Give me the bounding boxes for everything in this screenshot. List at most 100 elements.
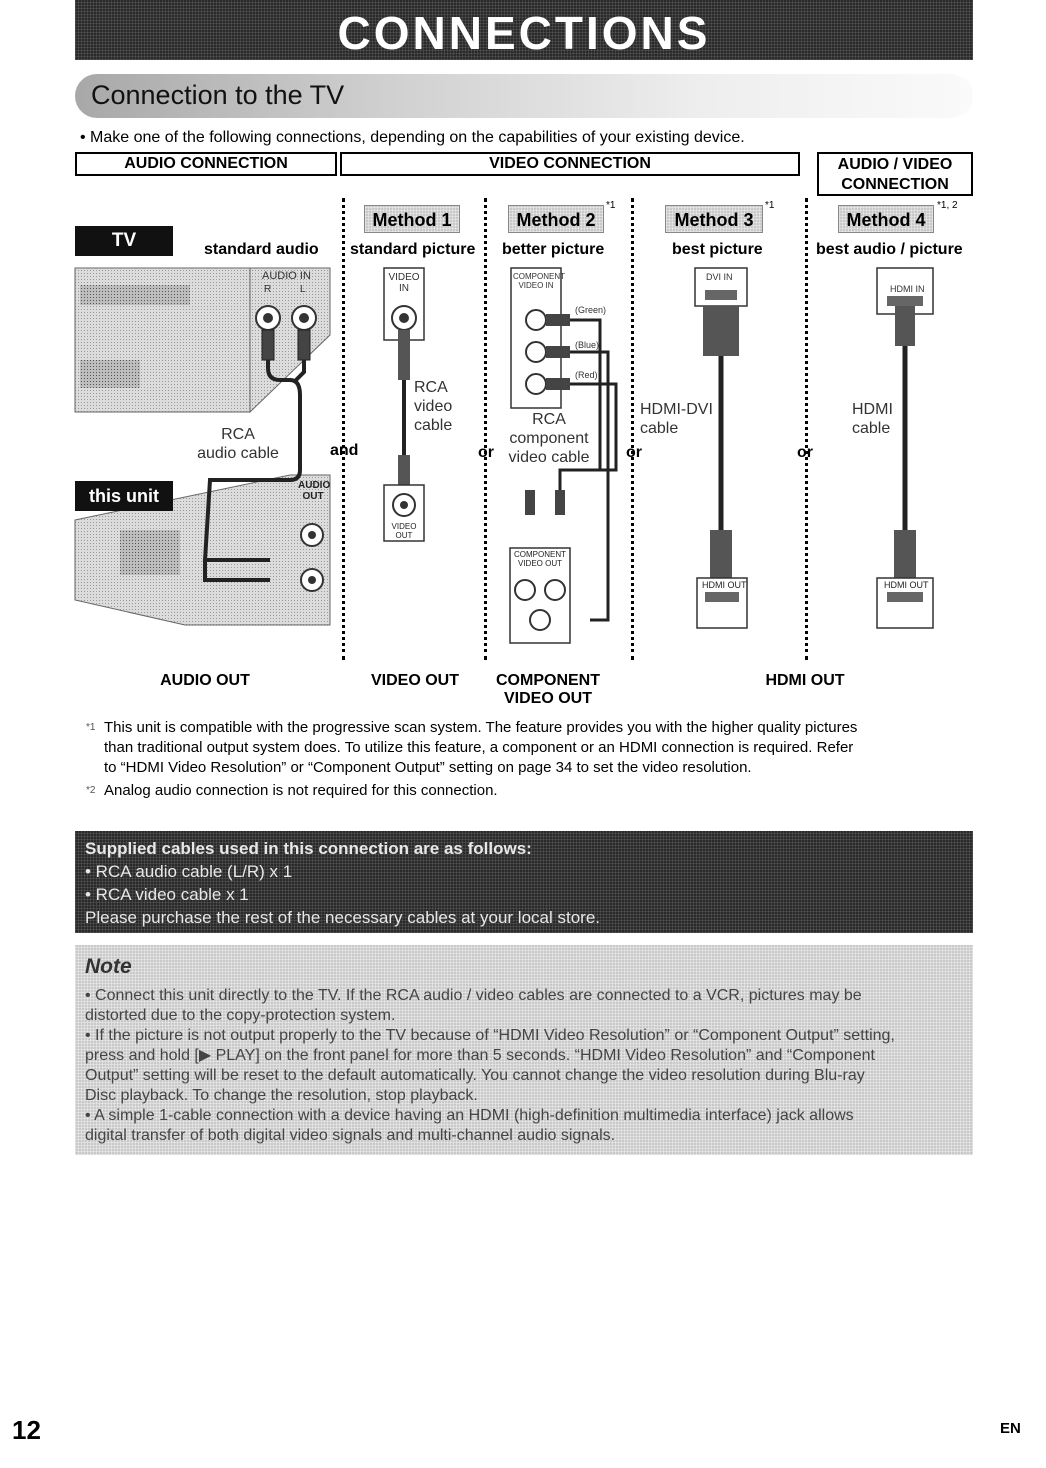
footnote-1-line3: to “HDMI Video Resolution” or “Component… bbox=[104, 759, 752, 776]
video-out-label: VIDEO OUT bbox=[370, 672, 459, 689]
quality-best-picture: best picture bbox=[672, 241, 763, 258]
page-title: CONNECTIONS bbox=[337, 7, 711, 59]
audio-in-r: R bbox=[264, 284, 272, 295]
audio-out-label: AUDIO OUT bbox=[160, 672, 250, 689]
and-word: and bbox=[330, 442, 359, 459]
audio-out-port-label: AUDIO OUT bbox=[298, 480, 331, 502]
rca-component-line1: RCA bbox=[532, 411, 566, 428]
supplied-item-2: • RCA video cable x 1 bbox=[85, 885, 249, 904]
component-cable-drawing bbox=[509, 267, 618, 644]
quality-better-picture: better picture bbox=[502, 241, 605, 258]
method-4-badge: Method 4 bbox=[838, 205, 934, 233]
hdmi-dvi-line2: cable bbox=[640, 420, 679, 437]
rca-video-line3: cable bbox=[414, 417, 453, 434]
rca-audio-cable-drawing bbox=[202, 329, 311, 582]
or-word-2: or bbox=[626, 444, 642, 461]
footnote-1-line1: This unit is compatible with the progres… bbox=[104, 719, 858, 736]
video-connection-header: VIDEO CONNECTION bbox=[340, 152, 800, 176]
section-title: Connection to the TV bbox=[91, 80, 345, 110]
note-line-3: • If the picture is not output properly … bbox=[85, 1027, 895, 1044]
note-line-1: • Connect this unit directly to the TV. … bbox=[85, 987, 862, 1004]
rca-video-line2: video bbox=[414, 398, 453, 415]
audio-in-label: AUDIO IN bbox=[262, 270, 311, 282]
or-word-3: or bbox=[797, 444, 813, 461]
rca-audio-cable-label: RCA audio cable bbox=[188, 425, 288, 463]
audio-in-l: L bbox=[300, 284, 306, 295]
rca-component-line3: video cable bbox=[508, 449, 590, 466]
rca-component-line2: component bbox=[509, 430, 589, 447]
unit-rear-panel bbox=[74, 474, 331, 626]
av-connection-header: AUDIO / VIDEO CONNECTION bbox=[817, 152, 973, 196]
component-out-line1: COMPONENT bbox=[496, 672, 600, 689]
connection-diagram bbox=[74, 267, 934, 644]
note-line-8: digital transfer of both digital video s… bbox=[85, 1127, 616, 1144]
av-header-line1: AUDIO / VIDEO bbox=[837, 156, 953, 173]
intro-text: • Make one of the following connections,… bbox=[80, 129, 745, 146]
rca-video-cable-drawing bbox=[383, 267, 425, 542]
method-1-badge: Method 1 bbox=[364, 205, 460, 233]
hdmi-dvi-cable-label: HDMI-DVI cable bbox=[640, 400, 713, 438]
dvi-in-label: DVI IN bbox=[706, 272, 733, 282]
rca-audio-line2: audio cable bbox=[197, 445, 279, 462]
this-unit-label: this unit bbox=[75, 481, 173, 511]
title-banner: CONNECTIONS bbox=[75, 0, 973, 60]
hdmi-cable-drawing bbox=[876, 267, 934, 629]
supplied-item-1: • RCA audio cable (L/R) x 1 bbox=[85, 862, 293, 881]
footnote-1: This unit is compatible with the progres… bbox=[104, 718, 984, 778]
footnote-1-line2: than traditional output system does. To … bbox=[104, 739, 854, 756]
green-label: (Green) bbox=[575, 305, 607, 315]
section-banner: Connection to the TV bbox=[75, 74, 973, 118]
footnote-2: Analog audio connection is not required … bbox=[104, 782, 498, 799]
separator-4 bbox=[805, 198, 808, 660]
method-2-footnote-mark: *1 bbox=[606, 200, 616, 211]
footnote-2-mark: *2 bbox=[86, 785, 96, 796]
supplied-heading: Supplied cables used in this connection … bbox=[85, 839, 532, 858]
component-in-label: COMPONENT VIDEO IN bbox=[513, 272, 565, 290]
method-2-badge: Method 2 bbox=[508, 205, 604, 233]
note-heading: Note bbox=[85, 955, 132, 978]
hdmi-in-label: HDMI IN bbox=[890, 284, 925, 294]
tv-label: TV bbox=[75, 226, 173, 256]
quality-best-audio-picture: best audio / picture bbox=[816, 241, 963, 258]
note-line-5: Output” setting will be reset to the def… bbox=[85, 1067, 865, 1084]
component-out-line2: VIDEO OUT bbox=[503, 690, 592, 707]
note-box: Note • Connect this unit directly to the… bbox=[75, 945, 973, 1155]
rca-audio-line1: RCA bbox=[221, 426, 255, 443]
separator-3 bbox=[631, 198, 634, 660]
hdmi-dvi-cable-drawing bbox=[694, 267, 748, 629]
hdmi-cable-label: HDMI cable bbox=[852, 400, 893, 438]
rca-video-cable-label: RCA video cable bbox=[414, 378, 452, 435]
rca-video-line1: RCA bbox=[414, 379, 448, 396]
or-word-1: or bbox=[478, 444, 494, 461]
separator-1 bbox=[342, 198, 345, 660]
component-out-port-label: COMPONENT VIDEO OUT bbox=[514, 550, 566, 568]
supplied-cables-box: Supplied cables used in this connection … bbox=[75, 831, 973, 933]
audio-connection-header: AUDIO CONNECTION bbox=[75, 152, 337, 176]
method-3-badge: Method 3 bbox=[665, 205, 763, 233]
tv-rear-panel bbox=[74, 267, 331, 414]
footnote-1-mark: *1 bbox=[86, 722, 96, 733]
av-header-line2: CONNECTION bbox=[841, 176, 949, 193]
quality-standard-picture: standard picture bbox=[350, 241, 476, 258]
language-code: EN bbox=[1000, 1420, 1021, 1437]
video-out-port-label: VIDEO OUT bbox=[391, 522, 417, 540]
note-line-2: distorted due to the copy-protection sys… bbox=[85, 1007, 396, 1024]
hdmi-out-label: HDMI OUT bbox=[765, 672, 845, 689]
blue-label: (Blue) bbox=[575, 340, 600, 350]
note-line-6: Disc playback. To change the resolution,… bbox=[85, 1087, 478, 1104]
hdmi-out-port-label-3: HDMI OUT bbox=[702, 580, 747, 590]
video-in-label: VIDEO IN bbox=[388, 272, 420, 294]
separator-2 bbox=[484, 198, 487, 660]
note-line-4: press and hold [▶ PLAY] on the front pan… bbox=[85, 1047, 875, 1064]
hdmi-out-port-label-4: HDMI OUT bbox=[884, 580, 929, 590]
quality-standard-audio: standard audio bbox=[204, 241, 319, 258]
hdmi-line2: cable bbox=[852, 420, 891, 437]
supplied-footer: Please purchase the rest of the necessar… bbox=[85, 908, 600, 927]
rca-component-cable-label: RCA component video cable bbox=[494, 410, 604, 467]
hdmi-line1: HDMI bbox=[852, 401, 893, 418]
red-label: (Red) bbox=[575, 370, 598, 380]
note-line-7: • A simple 1-cable connection with a dev… bbox=[85, 1107, 854, 1124]
component-out-label: COMPONENT VIDEO OUT bbox=[478, 672, 618, 708]
method-4-footnote-mark: *1, 2 bbox=[937, 200, 958, 211]
method-3-footnote-mark: *1 bbox=[765, 200, 775, 211]
